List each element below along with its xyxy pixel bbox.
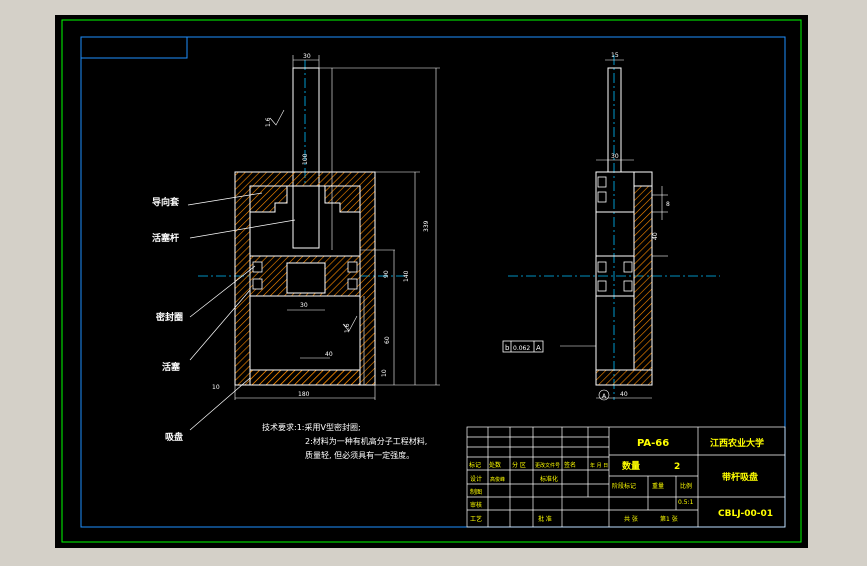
dim-90: 90 (383, 270, 390, 278)
standard-label: 标准化 (540, 475, 558, 483)
row-zone: 分 区 (512, 461, 526, 469)
front-view: 30 100 339 140 90 30 40 60 10 10 180 1.6… (152, 53, 440, 443)
roughness-mid: 1.6 (344, 323, 351, 333)
side-seal-2 (597, 280, 607, 292)
dim-140: 140 (403, 270, 410, 282)
tech-req-line3: 质量轻, 但必须具有一定强度。 (305, 450, 414, 460)
dim-40: 40 (325, 351, 333, 358)
front-dimensions (234, 55, 440, 400)
dim-30-mid: 30 (300, 302, 308, 309)
side-piston (595, 255, 635, 297)
seal-ring-right-bottom (347, 278, 358, 290)
scale-label: 比例 (680, 482, 692, 490)
approve-label: 批 准 (538, 515, 552, 523)
sheet-number: 第1 张 (660, 515, 678, 523)
label-seal-ring: 密封圈 (155, 311, 183, 323)
drawing-number: CBLJ-00-01 (718, 509, 773, 519)
side-view: 15 30 8 40 40 A (508, 52, 720, 401)
dim-339: 339 (423, 220, 430, 232)
dim-10-bottom-left: 10 (212, 384, 220, 391)
inner-frame (80, 36, 786, 528)
tol-datum: A (536, 344, 541, 352)
dim-30-top: 30 (303, 53, 311, 60)
sheet-count: 共 张 (624, 515, 638, 523)
code-box (80, 36, 188, 59)
side-seal-6 (597, 191, 607, 203)
tol-value: 0.062 (513, 345, 530, 352)
university-name: 江西农业大学 (710, 437, 764, 449)
dim-180: 180 (298, 391, 310, 398)
tech-req-line2: 2:材料为一种有机高分子工程材料, (305, 436, 427, 446)
side-datum-a: A (602, 393, 607, 400)
seal-ring-left-top (252, 261, 263, 273)
suction-cup-plate (249, 369, 361, 386)
designer-name: 高俊峰 (490, 476, 505, 483)
drawing-code: PA-66 (637, 438, 669, 449)
reviewer-label: 审核 (470, 501, 482, 509)
side-dim-8: 8 (666, 201, 670, 208)
drawing-sheet (55, 15, 808, 548)
guide-sleeve-left (249, 185, 288, 213)
side-seal-3 (623, 261, 633, 273)
stage-label: 阶段标记 (612, 482, 636, 490)
side-dim-40: 40 (652, 232, 659, 240)
label-suction-cup: 吸盘 (165, 431, 183, 443)
guide-sleeve-right (324, 185, 361, 213)
tol-symbol: b (505, 344, 510, 352)
side-seal-1 (597, 261, 607, 273)
side-dim-40-bottom: 40 (620, 391, 628, 398)
tech-req-line1: 技术要求:1:采用V型密封圈; (262, 422, 361, 432)
side-seal-4 (623, 280, 633, 292)
side-wall (633, 185, 653, 371)
side-dim-15: 15 (611, 52, 619, 59)
tolerance-frame: b 0.062 A (502, 340, 544, 353)
quantity-value: 2 (674, 462, 680, 472)
weight-label: 重量 (652, 482, 664, 490)
row-count: 处数 (489, 461, 501, 469)
label-guide-sleeve: 导向套 (152, 196, 180, 208)
part-name: 带杆吸盘 (722, 471, 758, 483)
quantity-label: 数量 (622, 460, 640, 472)
process-label: 工艺 (470, 515, 482, 523)
scale-value: 0.5:1 (678, 499, 694, 506)
side-bottom-plate (595, 369, 653, 386)
seal-ring-left-bottom (252, 278, 263, 290)
roughness-top: 1.6 (265, 117, 272, 127)
label-piston-rod: 活塞杆 (152, 232, 179, 244)
title-block: PA-66 江西农业大学 数量 2 带杆吸盘 CBLJ-00-01 阶段标记 重… (466, 426, 786, 528)
tech-requirements: 技术要求:1:采用V型密封圈; 2:材料为一种有机高分子工程材料, 质量轻, 但… (262, 422, 427, 460)
dim-10-right: 10 (381, 369, 388, 377)
dim-100: 100 (302, 153, 309, 165)
row-change: 更改文件号 (535, 462, 560, 469)
row-date: 年 月 日 (590, 462, 608, 469)
label-piston: 活塞 (162, 361, 181, 373)
seal-ring-right-top (347, 261, 358, 273)
dim-60: 60 (384, 336, 391, 344)
drafter-label: 制图 (470, 488, 482, 496)
side-seal-5 (597, 176, 607, 188)
row-sign: 签名 (564, 461, 576, 469)
piston-bore (286, 262, 326, 294)
row-mark: 标记 (469, 461, 481, 469)
designer-label: 设计 (470, 475, 482, 483)
outer-frame (61, 19, 802, 543)
rod-in-cylinder (292, 185, 320, 249)
side-dimensions (560, 59, 668, 401)
side-dim-30: 30 (611, 153, 619, 160)
